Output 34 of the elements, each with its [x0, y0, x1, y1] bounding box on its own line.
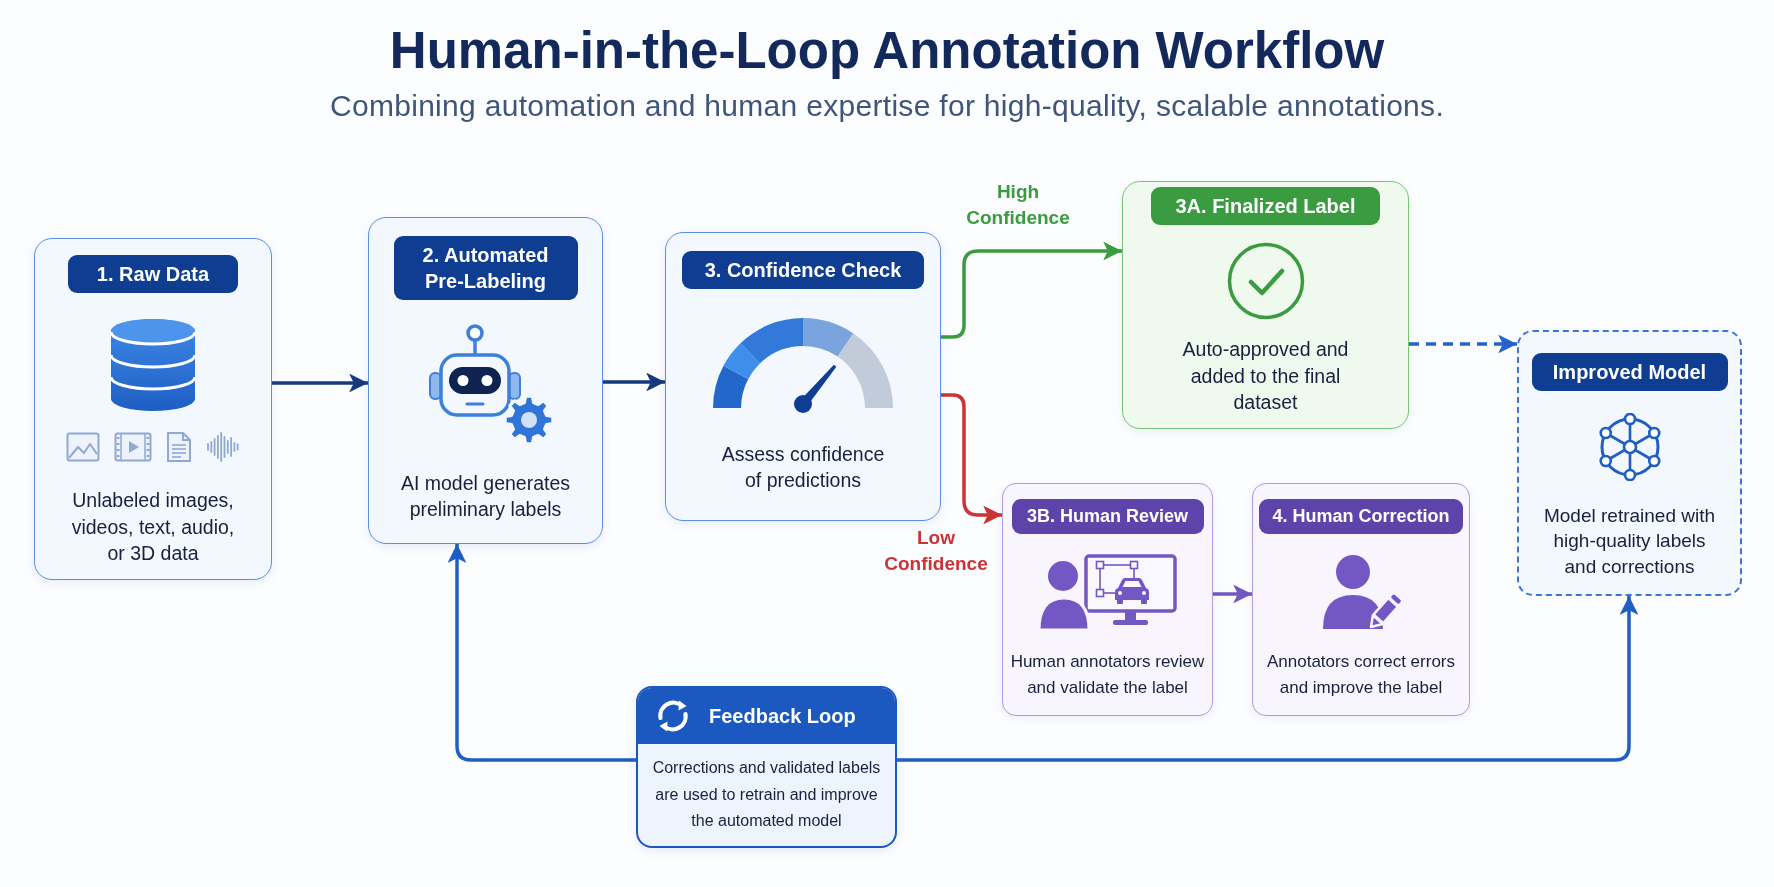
subtitle: Combining automation and human expertise for high-quality, scalable annotations.: [329, 87, 1445, 124]
process-card: [1002, 483, 1213, 716]
arrow: [897, 596, 1639, 762]
card-description: Corrections and validated labels are used to retrain and improve the automated model: [651, 758, 882, 832]
step-heading: 3A. Finalized Label: [1151, 187, 1380, 225]
step-heading: 3B. Human Review: [1011, 499, 1204, 535]
step-description: Annotators correct errors and improve the label: [1266, 651, 1456, 700]
diagram-title: Human-in-the-Loop Annotation Workflow: [389, 22, 1385, 81]
step-description: Model retrained with high-quality labels and corrections: [1542, 503, 1717, 580]
card-heading: Feedback Loop: [709, 704, 856, 729]
arrow: [603, 372, 665, 392]
step-heading: 4. Human Correction: [1259, 499, 1463, 535]
step-heading: Improved Model: [1531, 353, 1728, 391]
step-description: Auto-approved and added to the final dataset: [1181, 337, 1350, 416]
arrow: [1213, 584, 1252, 604]
edge-label: High Confidence: [965, 180, 1071, 230]
step-description: AI model generates preliminary labels: [399, 470, 572, 523]
step-description: Assess confidence of predictions: [720, 441, 886, 494]
arrow: [272, 373, 368, 393]
info-card: [636, 686, 897, 848]
step-heading: 2. Automated Pre-Labeling: [393, 236, 578, 300]
process-card: [1122, 181, 1409, 429]
arrow: [447, 544, 636, 762]
step-description: Unlabeled images, videos, text, audio, or 3D data: [70, 488, 236, 567]
step-heading: 1. Raw Data: [68, 255, 238, 293]
process-card: [1252, 483, 1470, 716]
process-card: [34, 238, 272, 580]
step-description: Human annotators review and validate the label: [1009, 651, 1206, 700]
step-heading: 3. Confidence Check: [682, 251, 924, 289]
edge-label: Low Confidence: [883, 526, 989, 576]
process-card: [1517, 330, 1742, 596]
process-card: [665, 232, 941, 521]
dashed-arrow: [1409, 334, 1517, 354]
process-card: [368, 217, 603, 544]
